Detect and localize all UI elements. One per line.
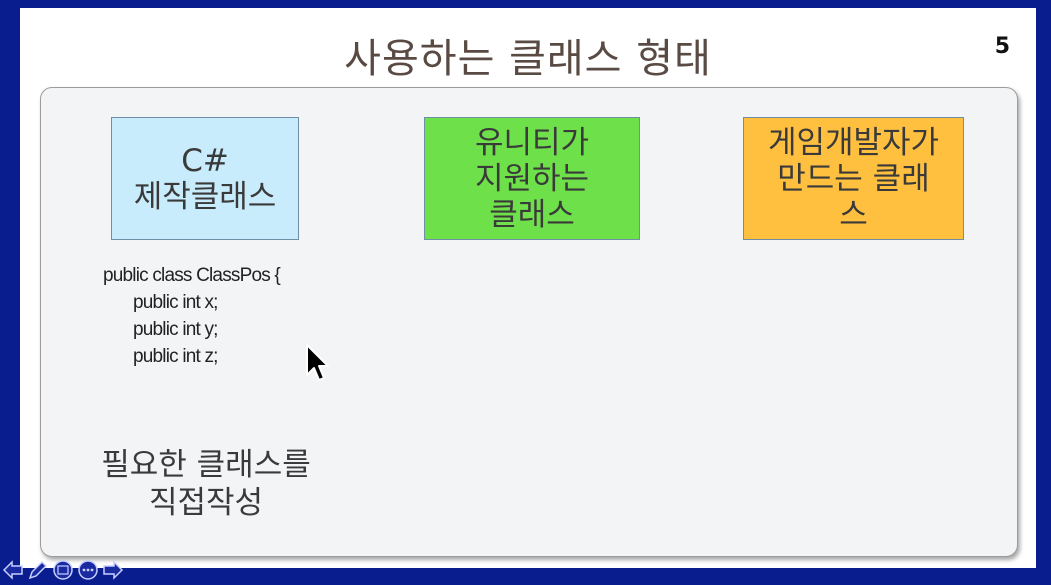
box-line: 유니티가 (474, 124, 590, 161)
box-line: C# (181, 142, 229, 179)
prev-arrow-icon[interactable] (2, 559, 24, 581)
box-line: 게임개발자가 (767, 124, 940, 161)
slide: 사용하는 클래스 형태 5 C# 제작클래스 유니티가 지원하는 클래스 게임개… (20, 8, 1036, 568)
code-snippet: public class ClassPos { public int x; pu… (103, 262, 281, 370)
box-line: 클래스 (489, 196, 575, 233)
code-line: public class ClassPos { (103, 265, 281, 286)
caption-line: 필요한 클래스를 (101, 447, 311, 483)
slides-icon[interactable] (52, 559, 74, 581)
box-line: 만드는 클래 (777, 160, 930, 197)
csharp-class-box: C# 제작클래스 (111, 117, 299, 240)
code-line: public int z; (133, 346, 218, 367)
caption: 필요한 클래스를 직접작성 (81, 446, 331, 522)
code-line: public int x; (133, 292, 218, 313)
content-panel: C# 제작클래스 유니티가 지원하는 클래스 게임개발자가 만드는 클래 스 p… (40, 87, 1018, 557)
next-arrow-icon[interactable] (102, 559, 124, 581)
more-icon[interactable] (77, 559, 99, 581)
page-number: 5 (994, 34, 1010, 59)
code-line: public int y; (133, 319, 218, 340)
box-line: 지원하는 (474, 160, 590, 197)
mouse-cursor-icon (306, 344, 329, 381)
slide-title: 사용하는 클래스 형태 (344, 36, 712, 82)
pen-icon[interactable] (27, 559, 49, 581)
developer-class-box: 게임개발자가 만드는 클래 스 (743, 117, 964, 240)
box-line: 스 (839, 196, 868, 233)
unity-class-box: 유니티가 지원하는 클래스 (424, 117, 640, 240)
box-line: 제작클래스 (133, 178, 277, 215)
slideshow-nav (2, 558, 124, 582)
caption-line: 직접작성 (148, 485, 264, 521)
